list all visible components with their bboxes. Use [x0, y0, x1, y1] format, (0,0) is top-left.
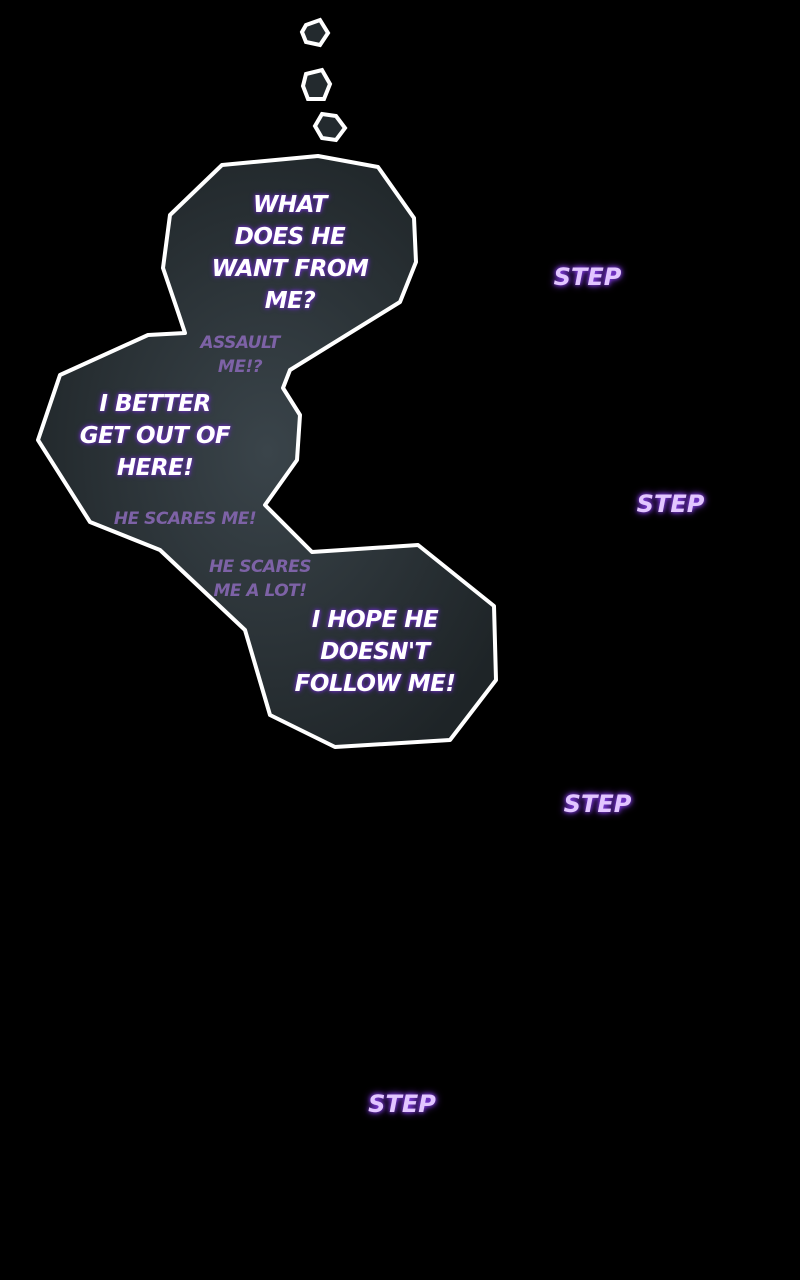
- thought-bubble-circle: [312, 111, 348, 143]
- whisper-assault: ASSAULT ME!?: [200, 333, 280, 377]
- sfx-step: STEP: [563, 790, 632, 818]
- thought-text-middle: I BETTER GET OUT OF HERE!: [79, 391, 231, 481]
- thought-bubble-circle: [299, 17, 331, 48]
- thought-bubble-circle: [300, 67, 333, 101]
- whisper-scares-a-lot: HE SCARES ME A LOT!: [208, 557, 312, 601]
- thought-bubble-outline: [36, 154, 498, 749]
- whisper-scares: HE SCARES ME!: [113, 509, 257, 529]
- sfx-step: STEP: [368, 1090, 436, 1118]
- sfx-step: STEP: [636, 490, 705, 518]
- thought-text-top: WHAT DOES HE WANT FROM ME?: [211, 192, 369, 314]
- thought-text-bottom: I HOPE HE DOESN'T FOLLOW ME!: [294, 607, 456, 697]
- sfx-step: STEP: [553, 263, 622, 291]
